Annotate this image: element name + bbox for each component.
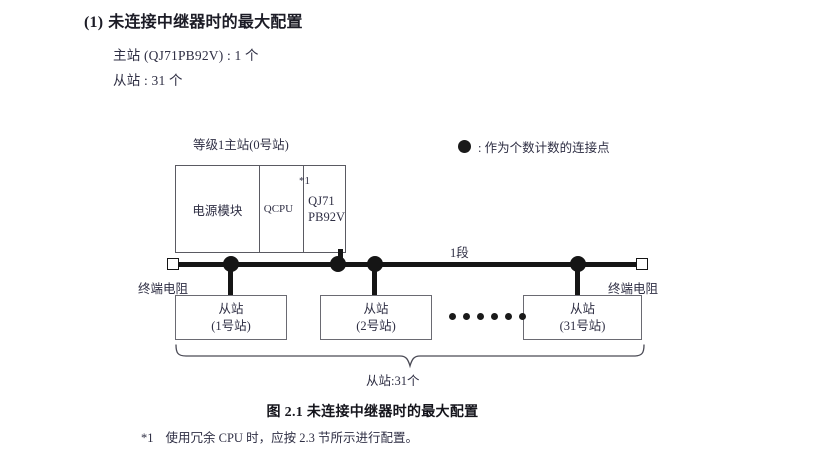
drop-line-slave1 xyxy=(228,266,233,296)
slave-station-31-number: (31号站) xyxy=(559,318,606,333)
footnote-marker: *1 xyxy=(141,431,154,445)
filled-circle-icon xyxy=(458,140,471,153)
ellipsis-dot xyxy=(477,313,484,320)
section-heading-text: 未连接中继器时的最大配置 xyxy=(108,14,303,31)
ellipsis-dot xyxy=(505,313,512,320)
ellipsis-dot xyxy=(491,313,498,320)
ellipsis-dot xyxy=(519,313,526,320)
connection-node-slave31 xyxy=(570,256,586,272)
ellipsis-dot xyxy=(449,313,456,320)
bus-trunk-line xyxy=(178,262,640,267)
slave-station-31-title: 从站 xyxy=(569,302,595,316)
ellipsis-dot xyxy=(463,313,470,320)
slave-count-brace xyxy=(172,344,652,375)
spec-slave-station: 从站 : 31 个 xyxy=(113,73,183,88)
power-module-cell: 电源模块 xyxy=(176,166,260,252)
drop-line-slave31 xyxy=(575,266,580,296)
rack-footnote-marker: *1 xyxy=(299,175,310,187)
spec-master-station: 主站 (QJ71PB92V) : 1 个 xyxy=(113,48,259,63)
qcpu-module-cell: QCPU xyxy=(260,166,305,252)
qcpu-module-label: QCPU xyxy=(263,203,294,215)
connection-node-slave1 xyxy=(223,256,239,272)
legend: : 作为个数计数的连接点 xyxy=(458,137,610,156)
slave-station-31: 从站 (31号站) xyxy=(523,295,642,340)
power-module-label: 电源模块 xyxy=(192,203,243,218)
drop-line-slave2 xyxy=(372,266,377,296)
slave-station-2-number: (2号站) xyxy=(356,318,396,333)
figure-caption: 图 2.1 未连接中继器时的最大配置 xyxy=(266,405,479,420)
terminator-right-icon xyxy=(636,258,648,270)
slave-station-1-title: 从站 xyxy=(218,302,244,316)
drop-line-master xyxy=(338,249,343,269)
footnote-text: 使用冗余 CPU 时，应按 2.3 节所示进行配置。 xyxy=(165,431,418,445)
qj71-module-label-line2: PB92V xyxy=(308,210,345,224)
segment-label: 1段 xyxy=(450,246,469,260)
terminator-left-icon xyxy=(167,258,179,270)
slave-count-label: 从站:31个 xyxy=(366,374,420,388)
connection-node-slave2 xyxy=(367,256,383,272)
slave-station-2: 从站 (2号站) xyxy=(320,295,432,340)
slave-station-2-title: 从站 xyxy=(363,302,389,316)
slave-station-1-number: (1号站) xyxy=(211,318,251,333)
section-heading: (1)未连接中继器时的最大配置 xyxy=(84,8,303,32)
slave-station-1: 从站 (1号站) xyxy=(175,295,287,340)
terminator-left-label: 终端电阻 xyxy=(138,282,189,296)
terminator-right-label: 终端电阻 xyxy=(608,282,659,296)
footnote: *1 使用冗余 CPU 时，应按 2.3 节所示进行配置。 xyxy=(141,427,418,446)
ellipsis-dots xyxy=(449,313,526,320)
legend-label: : 作为个数计数的连接点 xyxy=(478,141,610,155)
section-heading-number: (1) xyxy=(84,14,104,31)
rack-label: 等级1主站(0号站) xyxy=(193,138,289,152)
qj71-module-label-line1: QJ71 xyxy=(308,194,335,208)
